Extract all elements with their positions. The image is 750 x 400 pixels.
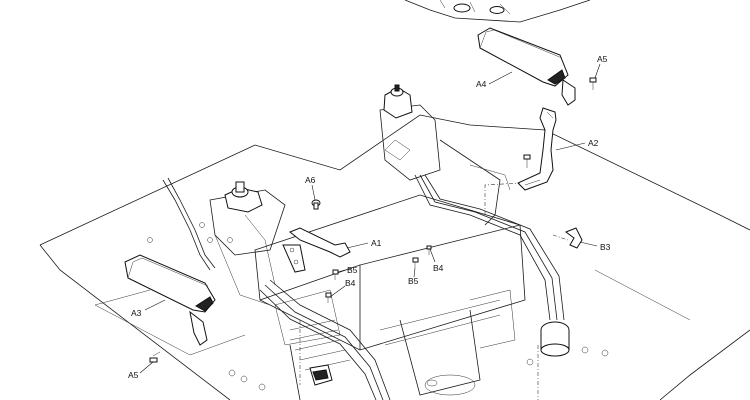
fasteners [149, 77, 597, 386]
bracket-a2 [517, 107, 557, 191]
callout-a5-top: A5 [597, 54, 608, 64]
bolt-a6 [311, 199, 321, 210]
left-control-stand [162, 177, 286, 306]
right-control-stand [379, 84, 511, 226]
callout-b3: B3 [600, 242, 611, 252]
callout-a5-bottom: A5 [128, 370, 139, 380]
bracket-a1 [282, 227, 351, 273]
callout-a2: A2 [588, 138, 599, 148]
reference-lines [299, 182, 569, 385]
upper-panel-fragment [404, 0, 591, 23]
callout-b5-left: B5 [408, 276, 419, 286]
console-frame [254, 194, 526, 400]
callout-a6: A6 [305, 175, 316, 185]
callout-a4: A4 [476, 79, 487, 89]
callout-a3: A3 [131, 308, 142, 318]
callout-a1: A1 [371, 238, 382, 248]
callout-b4-mid: B4 [433, 263, 444, 273]
callout-labels: A5 A4 A2 A6 A1 B3 B5 B4 B5 B4 A3 A5 [128, 54, 611, 380]
armrest-a4 [477, 27, 576, 106]
callout-b5-mid: B5 [347, 265, 358, 275]
leader-lines [139, 63, 601, 374]
floor-plate [39, 114, 750, 400]
cable-harness [259, 174, 570, 400]
armrest-a3 [124, 254, 216, 346]
callout-b4-left: B4 [345, 278, 356, 288]
